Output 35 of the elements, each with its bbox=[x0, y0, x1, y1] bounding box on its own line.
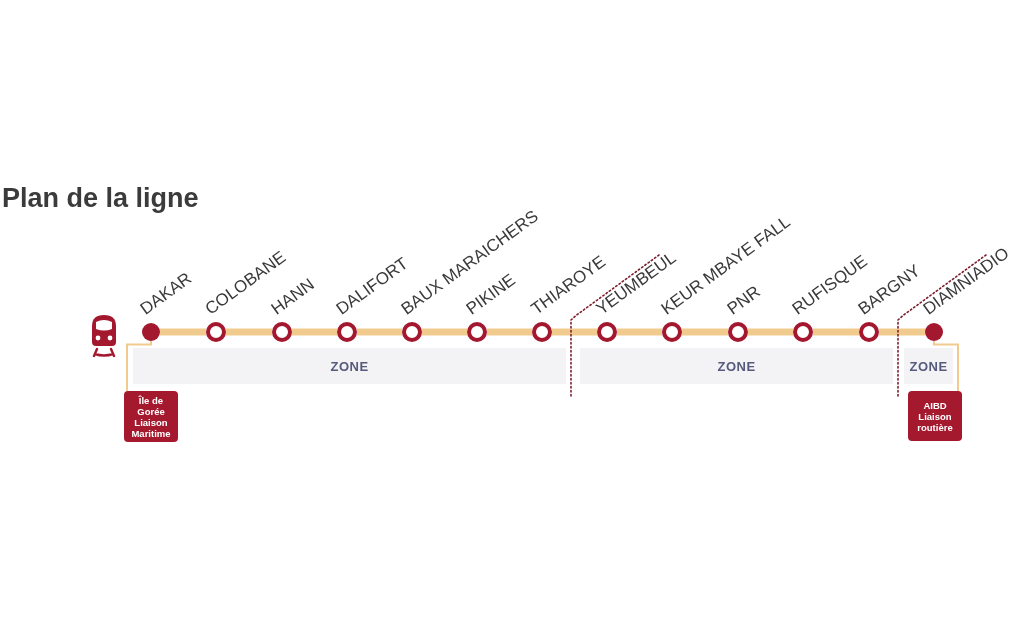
track-segment bbox=[487, 328, 532, 336]
track-segment bbox=[617, 328, 662, 336]
track-segment bbox=[292, 328, 337, 336]
station-marker bbox=[467, 322, 487, 342]
station-marker bbox=[728, 322, 748, 342]
station-marker bbox=[597, 322, 617, 342]
title: Plan de la ligne bbox=[2, 182, 199, 214]
station-marker bbox=[793, 322, 813, 342]
transfer-label: AIBD Liaison routière bbox=[916, 399, 954, 433]
station-marker bbox=[206, 322, 226, 342]
track-segment bbox=[682, 328, 728, 336]
transfer-box bbox=[124, 391, 178, 442]
station-marker bbox=[337, 322, 357, 342]
station-marker bbox=[662, 322, 682, 342]
zone-label: ZONE bbox=[717, 358, 756, 374]
track-segment bbox=[357, 328, 402, 336]
terminus-marker bbox=[925, 323, 943, 341]
station-marker bbox=[532, 322, 552, 342]
transfer-box bbox=[908, 391, 962, 441]
track-segment bbox=[813, 328, 859, 336]
track-segment bbox=[226, 328, 272, 336]
track-segment bbox=[552, 328, 597, 336]
terminus-marker bbox=[142, 323, 160, 341]
track-segment bbox=[160, 328, 206, 336]
track-segment bbox=[422, 328, 467, 336]
connector-line bbox=[933, 340, 959, 392]
zone-label: ZONE bbox=[330, 358, 369, 374]
track-segment bbox=[748, 328, 793, 336]
track-segment bbox=[879, 328, 925, 336]
station-marker bbox=[859, 322, 879, 342]
station-marker bbox=[402, 322, 422, 342]
transfer-label: Île de Gorée Liaison Maritime bbox=[130, 394, 172, 439]
zone-label: ZONE bbox=[909, 358, 948, 374]
connector-line bbox=[126, 340, 152, 392]
station-marker bbox=[272, 322, 292, 342]
